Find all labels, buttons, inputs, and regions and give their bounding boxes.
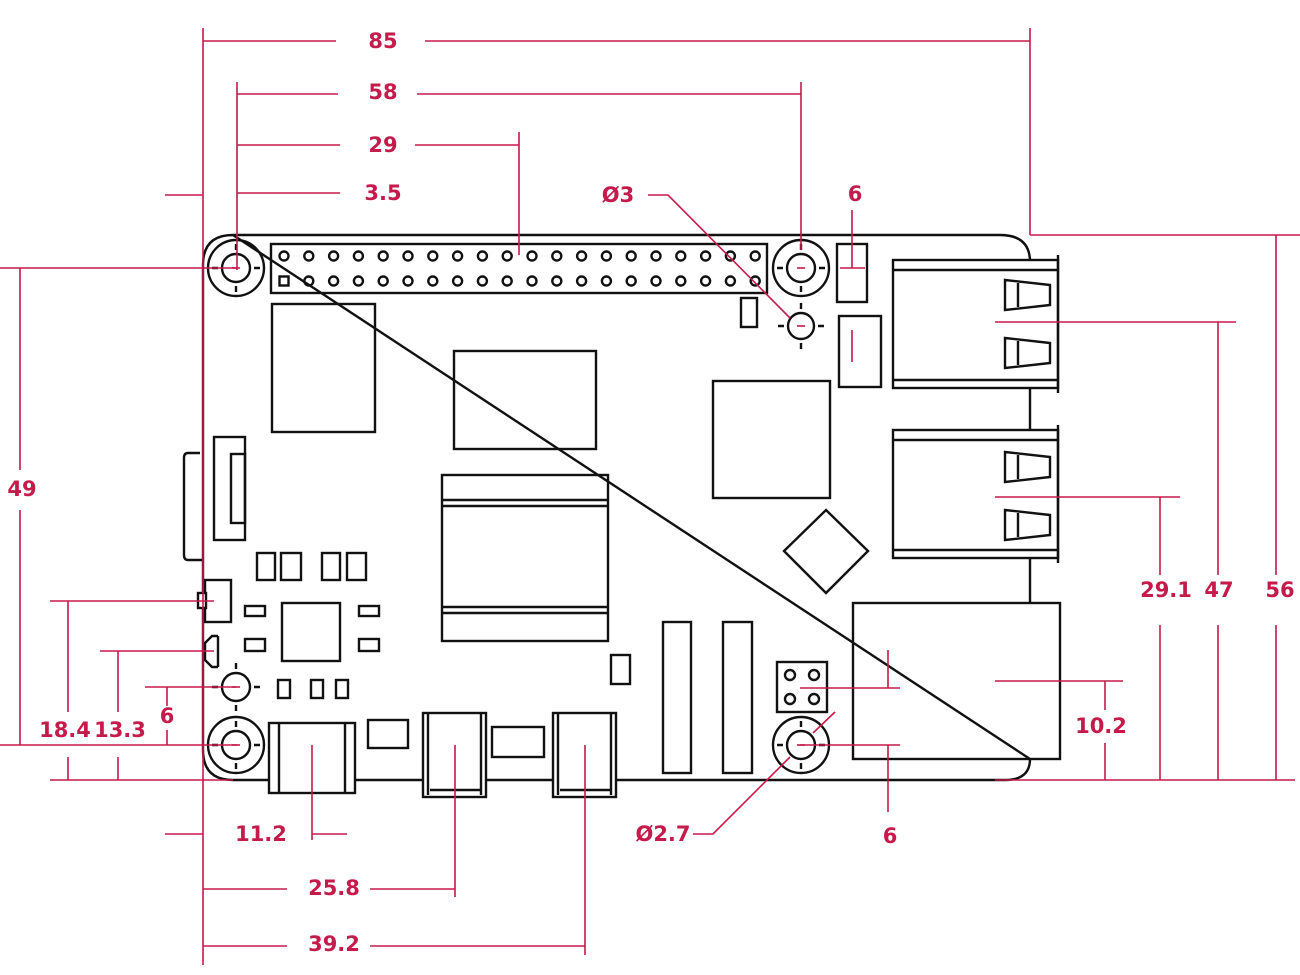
poe-header [775, 660, 829, 714]
soc-heatsink [440, 473, 610, 643]
gpio-pin [724, 250, 737, 262]
gpio-pin [303, 250, 315, 262]
components [182, 242, 1062, 799]
gpio-pin [501, 250, 513, 262]
gpio-pin [675, 275, 687, 287]
usb-port-bottom [891, 425, 1060, 563]
gpio-pin [575, 275, 588, 287]
dim-29: 29 [368, 133, 397, 157]
gpio-pin [650, 250, 662, 262]
gpio-pin [476, 275, 489, 287]
display-connector [212, 435, 247, 542]
dim-hole-3: Ø3 [602, 183, 634, 207]
gpio-pin [551, 250, 563, 262]
gpio-pin [501, 275, 513, 287]
dim-10-2: 10.2 [1075, 714, 1127, 738]
dimension-labels: 85 58 29 3.5 Ø3 6 49 18.4 13.3 6 11.2 25… [7, 29, 1294, 956]
gpio-pin [526, 250, 538, 262]
dim-56: 56 [1265, 578, 1294, 602]
gpio-pin [575, 250, 588, 262]
dim-3-5: 3.5 [364, 181, 401, 205]
mounting-hole [778, 303, 824, 349]
dim-18-4: 18.4 [39, 718, 91, 742]
usb-port-top [891, 255, 1060, 393]
gpio-pin [526, 275, 538, 287]
ram-chip [270, 302, 377, 434]
gpio-pin [699, 275, 712, 287]
dim-58: 58 [368, 80, 397, 104]
usb-controller [711, 379, 832, 500]
gpio-pin [476, 250, 489, 262]
gpio-pin [650, 275, 662, 287]
gpio-pin [675, 250, 687, 262]
gpio-pin [303, 275, 315, 287]
dim-39-2: 39.2 [308, 932, 360, 956]
dim-11-2: 11.2 [235, 822, 287, 846]
gpio-pin [600, 250, 613, 262]
dim-47: 47 [1204, 578, 1233, 602]
gpio-pin [327, 275, 340, 287]
gpio-pin [427, 275, 439, 287]
gpio-pin [600, 275, 613, 287]
gpio-pin [278, 275, 290, 287]
gpio-pin [278, 250, 290, 262]
dim-85: 85 [368, 29, 397, 53]
gpio-pin [352, 275, 365, 287]
gpio-pin [451, 250, 464, 262]
gpio-pin [377, 250, 389, 262]
dim-6-bottom: 6 [883, 824, 898, 848]
gpio-pin [327, 250, 340, 262]
gpio-pin [451, 275, 464, 287]
gpio-pin [625, 275, 637, 287]
board-outline [201, 233, 1032, 782]
gpio-pin [402, 275, 414, 287]
gpio-pin [749, 250, 761, 262]
dim-6-top: 6 [848, 182, 863, 206]
dim-hole-2-7: Ø2.7 [635, 822, 690, 846]
gpio-pin [427, 250, 439, 262]
dim-13-3: 13.3 [94, 718, 146, 742]
dim-49: 49 [7, 477, 36, 501]
dim-6-left: 6 [160, 704, 175, 728]
chip [452, 349, 598, 451]
gpio-pin [749, 275, 761, 287]
gpio-pin [724, 275, 737, 287]
gpio-pin [699, 250, 712, 262]
gpio-pin [551, 275, 563, 287]
gpio-pin [625, 250, 637, 262]
dim-29-1: 29.1 [1140, 578, 1192, 602]
diamond-chip [782, 508, 870, 595]
gpio-pin [377, 275, 389, 287]
dimension-lines [0, 28, 1300, 965]
gpio-pin [402, 250, 414, 262]
dim-25-8: 25.8 [308, 876, 360, 900]
gpio-pin [352, 250, 365, 262]
